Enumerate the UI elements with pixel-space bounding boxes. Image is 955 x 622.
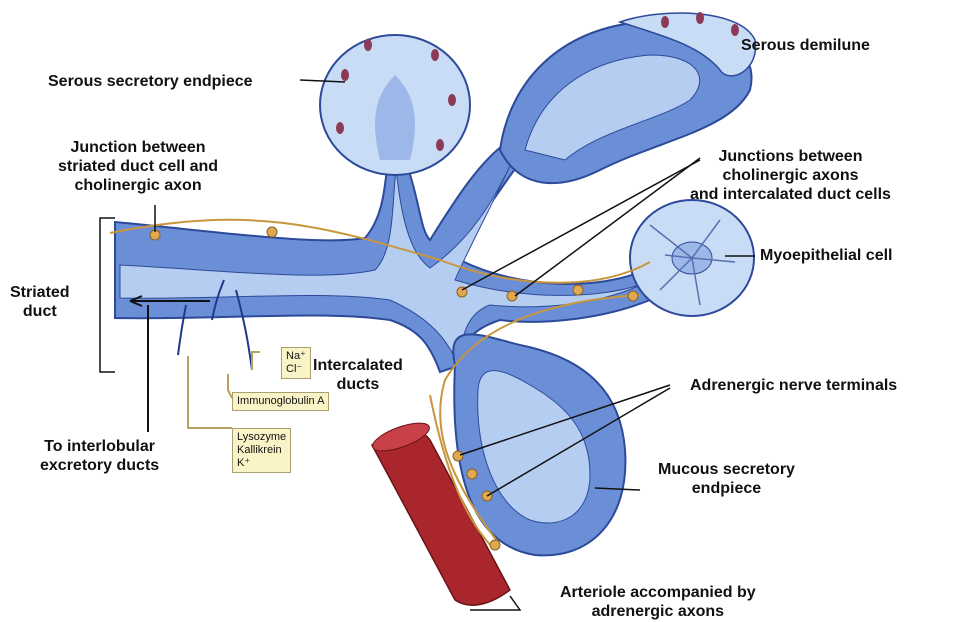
junctions-cholinergic-label: Junctions between cholinergic axons and … xyxy=(690,147,891,204)
intercalated-label: Intercalated ducts xyxy=(313,356,403,394)
interlobular-label: To interlobular excretory ducts xyxy=(40,437,159,475)
striated-duct-label: Striated duct xyxy=(10,283,70,321)
arteriole-label: Arteriole accompanied by adrenergic axon… xyxy=(560,583,756,621)
mucous-endpiece xyxy=(453,334,625,555)
immunoglobulin-box: Immunoglobulin A xyxy=(232,392,329,411)
myoepithelial-acinus xyxy=(630,200,754,316)
adrenergic-label: Adrenergic nerve terminals xyxy=(690,376,897,395)
serous-endpiece-label: Serous secretory endpiece xyxy=(48,72,253,91)
ions-box: Na⁺ Cl⁻ xyxy=(281,347,311,379)
myoepithelial-label: Myoepithelial cell xyxy=(760,246,892,265)
serous-endpiece xyxy=(320,35,470,175)
junction-striated-label: Junction between striated duct cell and … xyxy=(58,138,218,195)
serous-demilune-label: Serous demilune xyxy=(741,36,870,55)
secretions-box: Lysozyme Kallikrein K⁺ xyxy=(232,428,291,473)
mucous-endpiece-label: Mucous secretory endpiece xyxy=(658,460,795,498)
striated-duct-bracket xyxy=(100,218,115,372)
